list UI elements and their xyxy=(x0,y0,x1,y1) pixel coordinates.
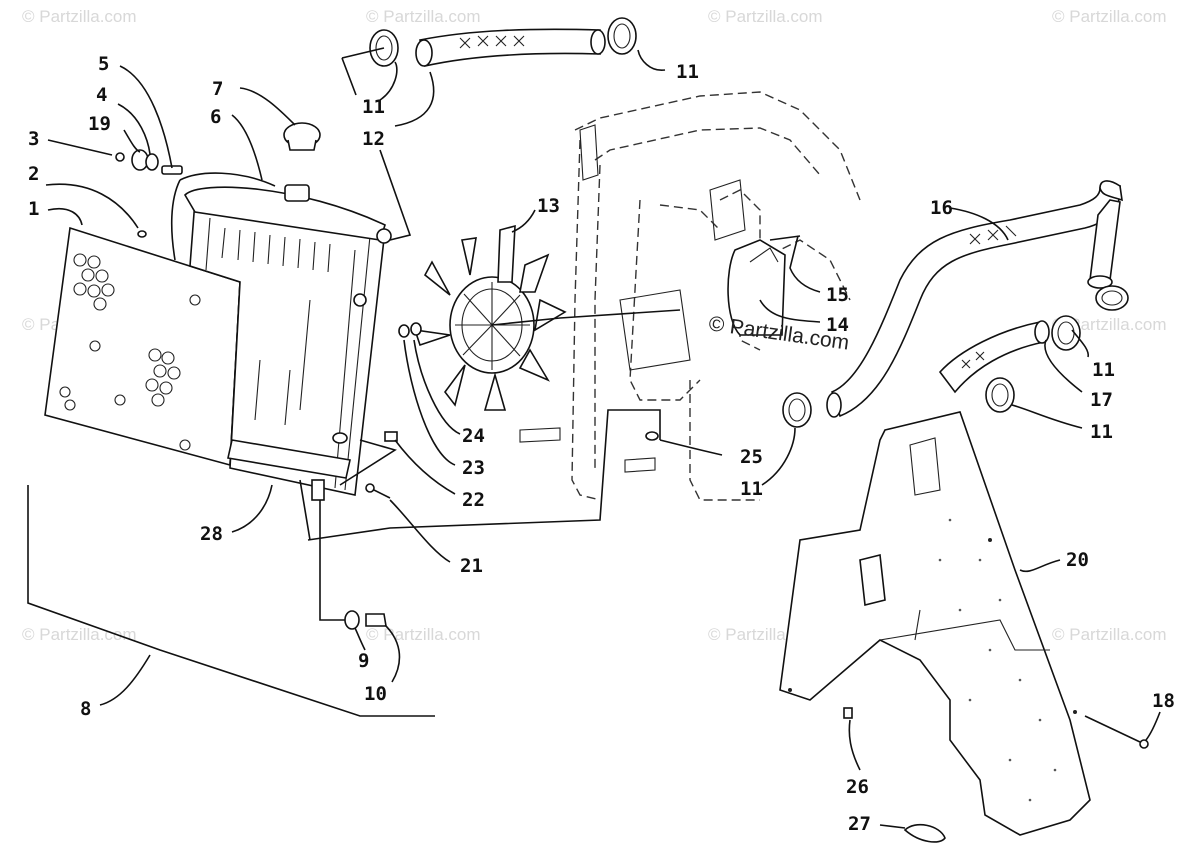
callout-25: 25 xyxy=(740,446,763,468)
lower-hose xyxy=(826,180,1123,418)
frame-outline xyxy=(519,91,861,501)
watermark: © Partzilla.com xyxy=(708,7,823,26)
hose-clamp xyxy=(1051,315,1081,351)
callout-11: 11 xyxy=(1090,421,1113,443)
callout-12: 12 xyxy=(362,128,385,150)
hose-clamp xyxy=(782,392,812,428)
callout-18: 18 xyxy=(1152,690,1175,712)
shroud-holes xyxy=(59,253,201,451)
callout-4: 4 xyxy=(96,84,107,106)
callout-16: 16 xyxy=(930,197,953,219)
watermark: © Partzilla.com xyxy=(22,7,137,26)
callout-3: 3 xyxy=(28,128,39,150)
callout-11: 11 xyxy=(1092,359,1115,381)
callout-23: 23 xyxy=(462,457,485,479)
callout-27: 27 xyxy=(848,813,871,835)
callout-28: 28 xyxy=(200,523,223,545)
callout-17: 17 xyxy=(1090,389,1113,411)
hose-clamp xyxy=(985,377,1015,413)
small-hardware xyxy=(115,149,183,238)
leader-lines xyxy=(45,49,1161,829)
watermark: © Partzilla.com xyxy=(22,625,137,644)
callout-2: 2 xyxy=(28,163,39,185)
heat-shield xyxy=(779,411,1091,836)
watermark: © Partzilla.com xyxy=(1052,315,1167,334)
callout-9: 9 xyxy=(358,650,369,672)
radiator xyxy=(183,184,392,501)
callout-10: 10 xyxy=(364,683,387,705)
callout-26: 26 xyxy=(846,776,869,798)
reference-lines xyxy=(27,47,661,717)
cooling-fan xyxy=(413,224,681,411)
callout-21: 21 xyxy=(460,555,483,577)
callout-22: 22 xyxy=(462,489,485,511)
callout-11: 11 xyxy=(676,61,699,83)
callout-labels: 1 2 3 19 4 5 6 7 11 12 11 13 16 15 14 11… xyxy=(28,53,1175,835)
watermark: © Partzilla.com xyxy=(366,7,481,26)
callout-7: 7 xyxy=(212,78,223,100)
callout-24: 24 xyxy=(462,425,485,447)
callout-15: 15 xyxy=(826,284,849,306)
shield-hardware xyxy=(843,707,1149,843)
overflow-hose xyxy=(170,172,276,261)
callout-19: 19 xyxy=(88,113,111,135)
upper-hose xyxy=(415,28,606,67)
drain-plug xyxy=(344,610,387,630)
callout-13: 13 xyxy=(537,195,560,217)
callout-11: 11 xyxy=(362,96,385,118)
callout-6: 6 xyxy=(210,106,221,128)
watermark: © Partzilla.com xyxy=(1052,7,1167,26)
fan-washers xyxy=(332,322,422,444)
bolt-25 xyxy=(645,431,659,441)
radiator-fins xyxy=(221,227,331,426)
callout-14: 14 xyxy=(826,314,849,336)
callout-20: 20 xyxy=(1066,549,1089,571)
callout-11: 11 xyxy=(740,478,763,500)
shield-speckle xyxy=(938,518,1057,802)
callout-5: 5 xyxy=(98,53,109,75)
watermark: © Partzilla.com xyxy=(366,625,481,644)
callout-8: 8 xyxy=(80,698,91,720)
callout-1: 1 xyxy=(28,198,39,220)
watermark: © Partzilla.com xyxy=(1052,625,1167,644)
bypass-hose xyxy=(938,320,1050,394)
hose-clamp xyxy=(1095,285,1129,311)
radiator-cap xyxy=(283,122,321,151)
hose-clamp xyxy=(607,17,637,55)
